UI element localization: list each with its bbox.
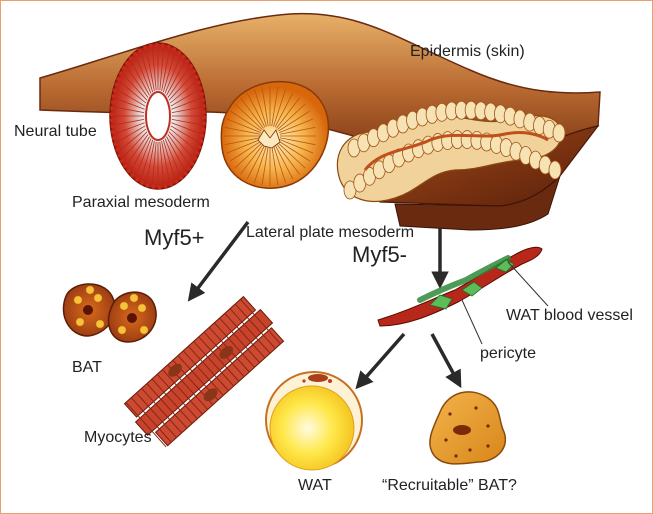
label-epidermis: Epidermis (skin) bbox=[410, 43, 525, 60]
label-wat-blood-vessel: WAT blood vessel bbox=[506, 307, 633, 324]
vessel-pointer bbox=[508, 262, 548, 306]
arrow-to-recruitable-bat bbox=[432, 334, 458, 382]
label-myocytes: Myocytes bbox=[84, 429, 152, 446]
arrow-to-wat bbox=[360, 334, 404, 384]
label-paraxial-mesoderm: Paraxial mesoderm bbox=[72, 194, 210, 211]
label-wat: WAT bbox=[298, 477, 332, 494]
recruitable-bat-cell bbox=[430, 392, 506, 464]
label-myf5-plus: Myf5+ bbox=[144, 225, 205, 250]
paraxial-mesoderm bbox=[221, 82, 328, 189]
label-neural-tube: Neural tube bbox=[14, 123, 97, 140]
bat-cells bbox=[63, 284, 156, 342]
label-bat: BAT bbox=[72, 359, 102, 376]
neural-tube bbox=[110, 43, 206, 189]
pericyte-pointer bbox=[462, 300, 482, 344]
label-lateral-plate-mesoderm: Lateral plate mesoderm bbox=[246, 224, 414, 241]
wat-adipocyte bbox=[266, 372, 362, 470]
label-recruitable-bat: “Recruitable” BAT? bbox=[382, 477, 517, 494]
label-pericyte: pericyte bbox=[480, 345, 536, 362]
label-myf5-minus: Myf5- bbox=[352, 242, 407, 267]
